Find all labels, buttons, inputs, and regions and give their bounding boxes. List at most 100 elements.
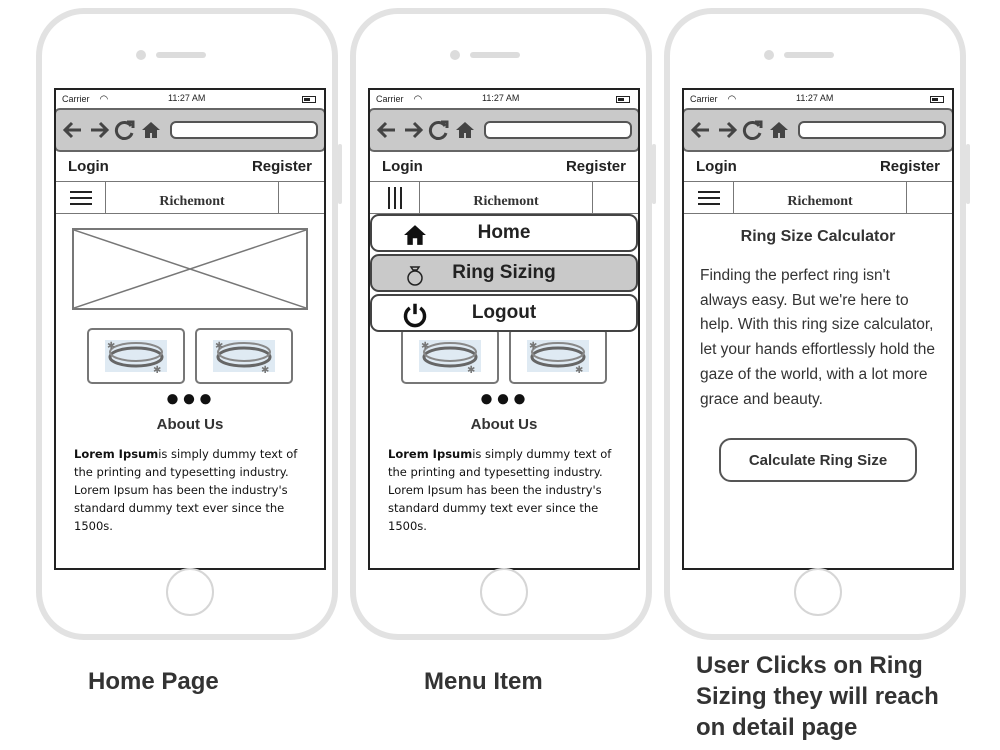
wifi-icon: ◠ [99,93,109,105]
browser-toolbar [684,108,952,152]
carrier-label: Carrier [62,94,90,104]
screen-detail: Carrier ◠ 11:27 AM Login Register Richem… [682,88,954,570]
svg-text:✱: ✱ [215,341,223,352]
home-icon[interactable] [454,119,476,141]
nav-right-cell [592,182,638,213]
forward-arrow-icon[interactable] [716,119,738,141]
about-text-bold: Lorem Ipsum [74,447,159,461]
caption-home: Home Page [88,668,219,695]
camera [450,50,460,60]
nav-bar: Richemont [370,182,638,214]
svg-text:✱: ✱ [107,341,115,352]
reload-icon[interactable] [428,119,450,141]
wifi-icon: ◠ [727,93,737,105]
carousel-dots[interactable]: ●●● [479,385,529,412]
forward-arrow-icon[interactable] [402,119,424,141]
register-link[interactable]: Register [565,158,626,175]
detail-text: Finding the perfect ring isn't always ea… [700,267,935,408]
menu-item-label: Home [477,222,531,243]
carrier-label: Carrier [690,94,718,104]
svg-text:✱: ✱ [467,365,475,376]
ring-thumbnail[interactable]: ✱✱ [195,328,293,384]
forward-arrow-icon[interactable] [88,119,110,141]
reload-icon[interactable] [114,119,136,141]
login-link[interactable]: Login [696,158,737,175]
calculate-ring-size-button[interactable]: Calculate Ring Size [719,438,917,483]
caption-detail: User Clicks on Ring Sizing they will rea… [696,652,939,741]
brand-name: Richemont [159,194,225,209]
nav-bar: Richemont [56,182,324,214]
browser-toolbar [56,108,324,152]
about-text: Lorem Ipsumis simply dummy text of the p… [56,433,324,535]
camera [764,50,774,60]
auth-bar: Login Register [56,152,324,182]
status-bar: Carrier ◠ 11:27 AM [684,90,952,108]
about-text: Lorem Ipsumis simply dummy text of the p… [370,433,638,535]
ring-icon: ✱✱ [419,340,481,376]
camera [136,50,146,60]
about-title: About Us [470,416,538,433]
login-link[interactable]: Login [68,158,109,175]
status-bar: Carrier ◠ 11:27 AM [56,90,324,108]
menu-open-icon[interactable] [370,182,420,213]
phone-home-button [166,568,214,616]
back-arrow-icon[interactable] [62,119,84,141]
carousel-dots[interactable]: ●●● [165,385,215,412]
nav-right-cell [906,182,952,213]
url-field[interactable] [798,121,946,139]
back-arrow-icon[interactable] [376,119,398,141]
about-title: About Us [156,416,224,433]
ring-thumbnail[interactable]: ✱✱ [509,328,607,384]
wifi-icon: ◠ [413,93,423,105]
register-link[interactable]: Register [879,158,940,175]
about-text-rest: is simply dummy text of the printing and… [388,447,612,533]
ring-icon: ✱✱ [527,340,589,376]
hamburger-icon[interactable] [56,182,106,213]
about-text-rest: is simply dummy text of the printing and… [74,447,298,533]
svg-text:✱: ✱ [529,341,537,352]
svg-text:✱: ✱ [153,365,161,376]
menu-item-home[interactable]: Home [370,214,638,252]
detail-title: Ring Size Calculator [740,228,896,245]
back-arrow-icon[interactable] [690,119,712,141]
speaker [470,52,520,58]
speaker [156,52,206,58]
status-time: 11:27 AM [168,93,206,103]
thumbnail-row: ✱✱ ✱✱ [370,328,638,384]
menu-item-label: Ring Sizing [452,262,556,283]
battery-icon [930,96,944,103]
phone-home-button [480,568,528,616]
hamburger-icon[interactable] [684,182,734,213]
nav-bar: Richemont [684,182,952,214]
auth-bar: Login Register [370,152,638,182]
home-icon[interactable] [768,119,790,141]
ring-icon: ✱✱ [105,340,167,376]
reload-icon[interactable] [742,119,764,141]
phone-menu: Carrier ◠ 11:27 AM Login Register Richem… [350,8,656,640]
brand-name: Richemont [473,194,539,209]
nav-right-cell [278,182,324,213]
status-time: 11:27 AM [482,93,520,103]
about-text-bold: Lorem Ipsum [388,447,473,461]
home-icon[interactable] [140,119,162,141]
url-field[interactable] [170,121,318,139]
ring-thumbnail[interactable]: ✱✱ [87,328,185,384]
menu-item-logout[interactable]: Logout [370,294,638,332]
auth-bar: Login Register [684,152,952,182]
speaker [784,52,834,58]
menu-item-ring-sizing[interactable]: Ring Sizing [370,254,638,292]
side-button [338,144,342,204]
url-field[interactable] [484,121,632,139]
register-link[interactable]: Register [251,158,312,175]
home-icon [402,222,428,248]
login-link[interactable]: Login [382,158,423,175]
hero-image-placeholder [72,228,308,310]
svg-text:✱: ✱ [261,365,269,376]
browser-toolbar [370,108,638,152]
phone-detail: Carrier ◠ 11:27 AM Login Register Richem… [664,8,970,640]
power-icon [402,302,428,328]
status-bar: Carrier ◠ 11:27 AM [370,90,638,108]
ring-thumbnail[interactable]: ✱✱ [401,328,499,384]
thumbnail-row: ✱✱ ✱✱ [56,328,324,384]
phone-home-button [794,568,842,616]
